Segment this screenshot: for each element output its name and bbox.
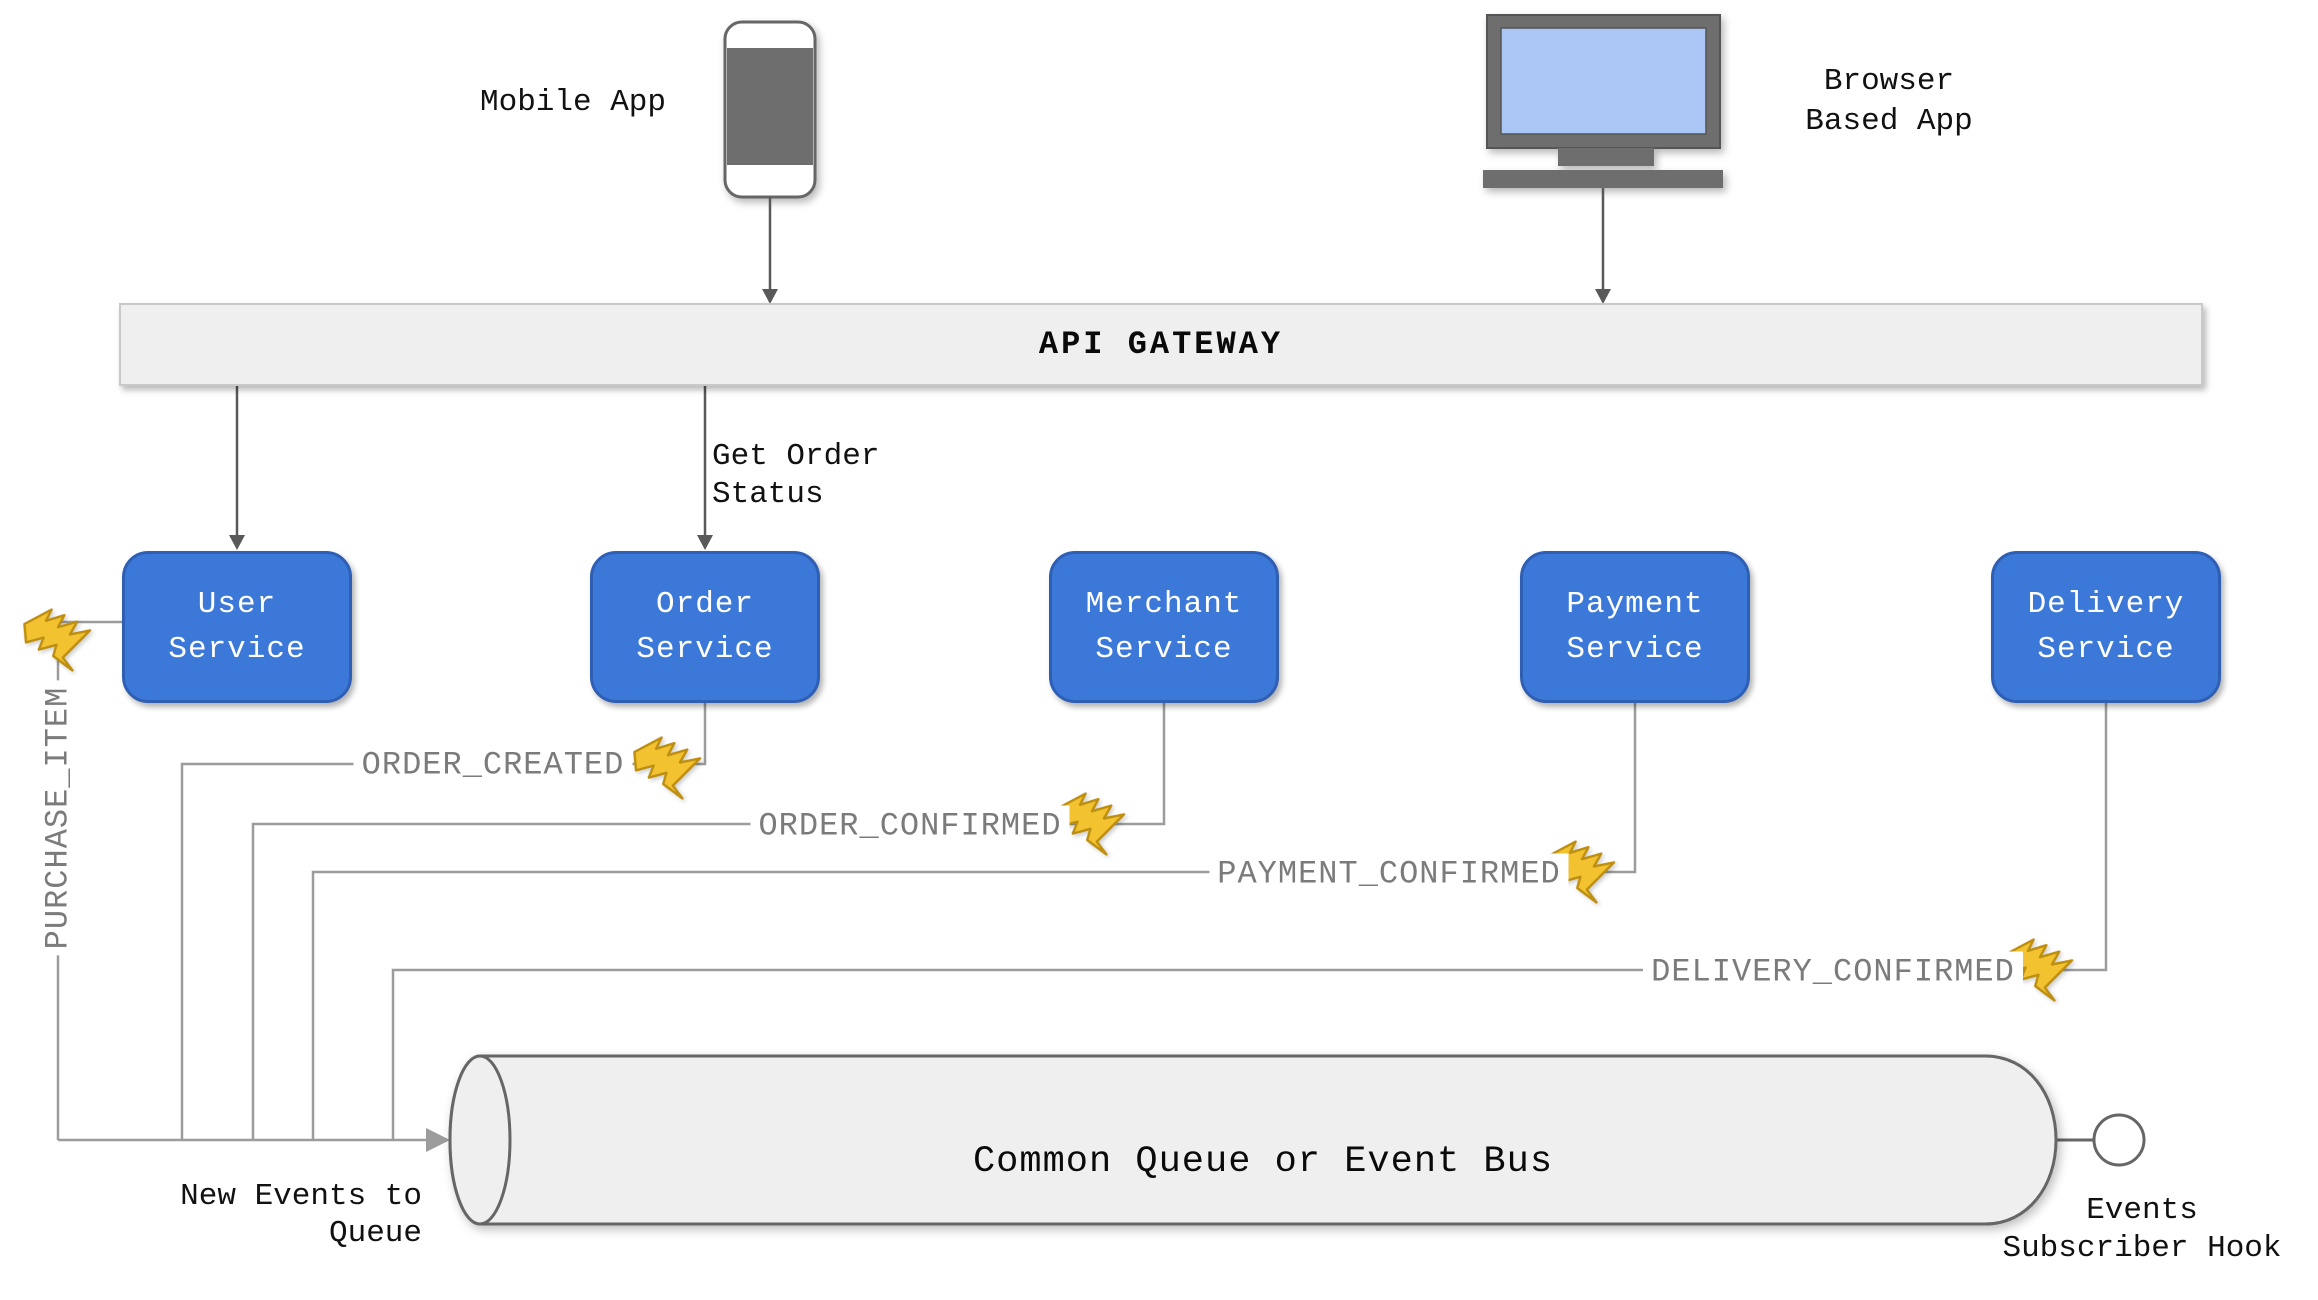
event-bus-cylinder <box>448 1054 2058 1226</box>
event-label-order-confirmed: ORDER_CONFIRMED <box>750 805 1070 847</box>
arrow-gateway-to-order-service <box>697 386 713 550</box>
service-box-merchant: Merchant Service <box>1049 551 1279 703</box>
event-label-payment-confirmed: PAYMENT_CONFIRMED <box>1209 853 1569 895</box>
arrow-gateway-to-user-service <box>229 386 245 550</box>
api-gateway-bar: API GATEWAY <box>119 303 2203 386</box>
monitor-icon <box>1483 14 1723 188</box>
service-box-payment: Payment Service <box>1520 551 1750 703</box>
service-box-user: User Service <box>122 551 352 703</box>
event-label-purchase-item: PURCHASE_ITEM <box>37 680 79 956</box>
connector-payment-confirmed <box>311 703 1637 1140</box>
event-label-delivery-confirmed: DELIVERY_CONFIRMED <box>1643 951 2023 993</box>
queue-inflow-arrowhead <box>426 1128 450 1152</box>
new-events-to-queue-label: New Events to Queue <box>180 1179 422 1251</box>
get-order-status-label: Get Order Status <box>712 439 880 512</box>
service-box-order: Order Service <box>590 551 820 703</box>
event-label-order-created: ORDER_CREATED <box>353 744 633 786</box>
hook-circle-icon <box>2092 1113 2146 1167</box>
connector-delivery-confirmed <box>391 703 2108 1140</box>
browser-app-label: Browser Based App <box>1805 64 1973 139</box>
api-gateway-label: API GATEWAY <box>1038 326 1284 363</box>
arrow-browser-to-gateway <box>1595 188 1611 304</box>
mobile-app-label: Mobile App <box>479 85 667 120</box>
event-bus-label: Common Queue or Event Bus <box>972 1141 1554 1183</box>
connector-order-confirmed <box>251 703 1166 1140</box>
arrow-mobile-to-gateway <box>762 197 778 304</box>
smartphone-icon <box>723 20 817 199</box>
events-subscriber-hook-label: Events Subscriber Hook <box>2002 1193 2282 1266</box>
lightning-bolt-icon <box>633 736 702 800</box>
service-box-delivery: Delivery Service <box>1991 551 2221 703</box>
